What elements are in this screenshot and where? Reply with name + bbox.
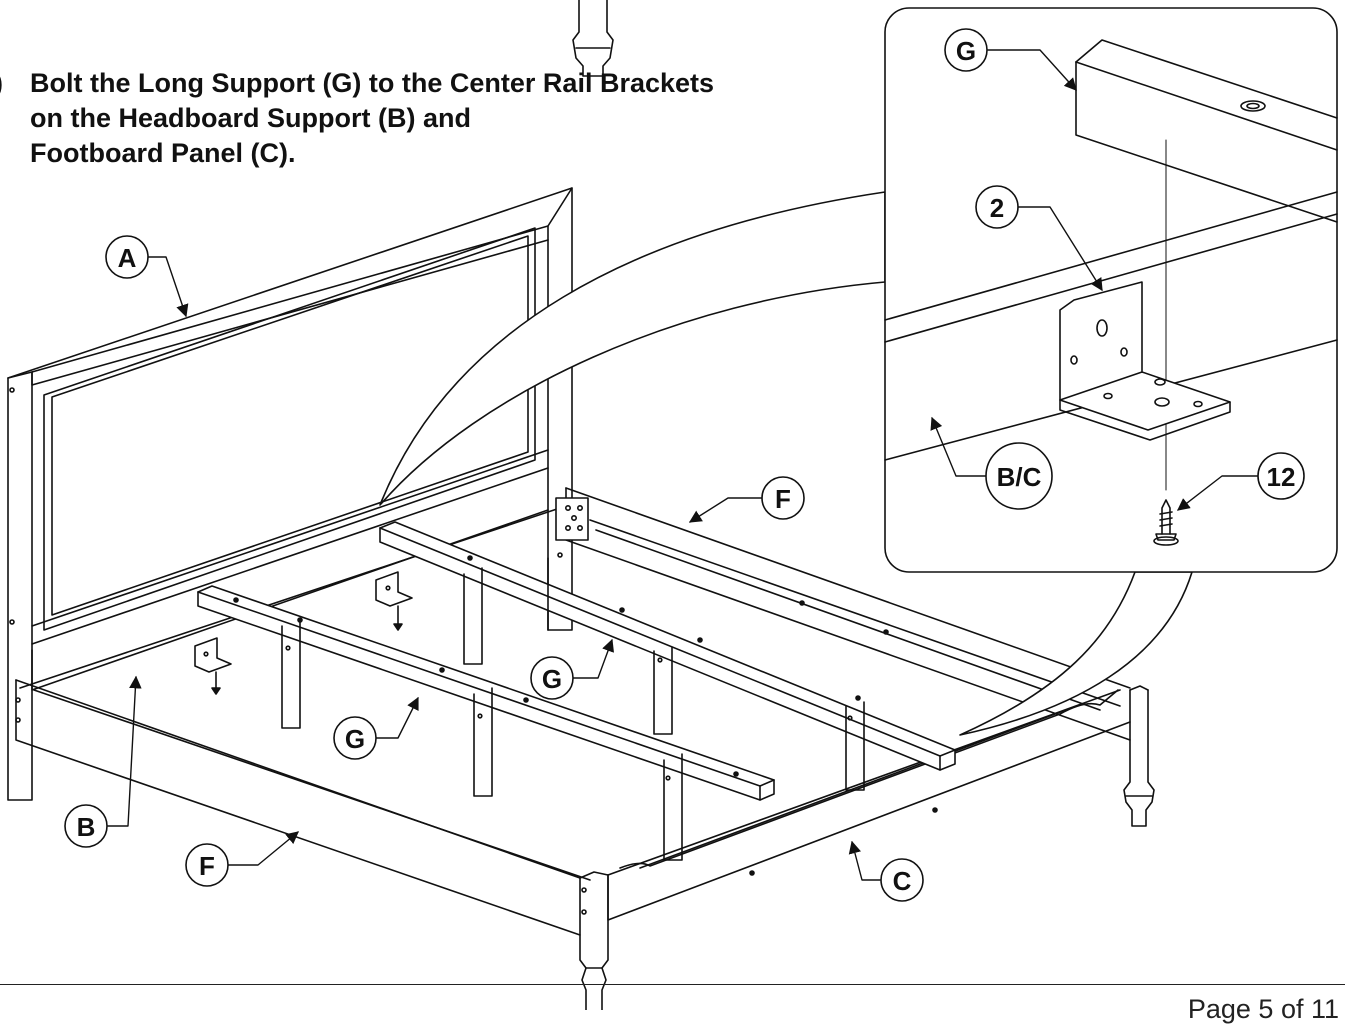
callout-g-back: G (542, 664, 562, 694)
callout-c: C (893, 866, 912, 896)
callout-f-right: F (775, 484, 791, 514)
callout-detail-12: 12 (1267, 462, 1296, 492)
callout-circles (64, 28, 1305, 902)
callout-circle-c (880, 858, 924, 902)
callout-circle-detail-bc (985, 442, 1053, 510)
callout-circle-detail-2 (975, 185, 1019, 229)
instruction-text: ) Bolt the Long Support (G) to the Cente… (0, 66, 860, 171)
top-post (572, 0, 614, 77)
callout-circle-detail-12 (1257, 452, 1305, 500)
right-side-rail (555, 487, 1131, 741)
footer-rule (0, 984, 1345, 985)
detail-bracket (1059, 281, 1231, 441)
headboard (7, 187, 573, 801)
footboard-center-bracket (194, 637, 232, 695)
instruction-line-2: on the Headboard Support (B) and (30, 103, 471, 133)
callout-detail-2: 2 (990, 193, 1004, 223)
instruction-line-3: Footboard Panel (C). (30, 138, 296, 168)
long-support-back (379, 521, 956, 791)
detail-screw (1153, 499, 1179, 546)
callout-circle-a (105, 235, 149, 279)
callout-f-left: F (199, 851, 215, 881)
headboard-support-rail (19, 507, 561, 691)
long-support-front (197, 585, 775, 861)
callout-circle-f-left (185, 843, 229, 887)
callout-detail-bc: B/C (997, 462, 1042, 492)
headboard-center-bracket (375, 571, 413, 631)
step-number: ) (0, 66, 3, 101)
front-left-post (579, 871, 609, 1010)
callout-g-front: G (345, 724, 365, 754)
zoom-swoosh-upper (379, 191, 886, 506)
callout-a: A (118, 243, 137, 273)
callout-circle-b (64, 804, 108, 848)
leader-lines (107, 49, 1259, 881)
zoom-swoosh-lower (959, 571, 1193, 736)
callout-circle-g-front (333, 716, 377, 760)
callout-circle-f-right (761, 476, 805, 520)
callout-circle-detail-g (944, 28, 988, 72)
left-side-rail (15, 679, 591, 936)
callout-b: B (77, 812, 96, 842)
callout-circle-g-back (530, 656, 574, 700)
callout-detail-g: G (956, 36, 976, 66)
front-right-post (1123, 685, 1155, 827)
instruction-line-1: Bolt the Long Support (G) to the Center … (30, 68, 715, 98)
